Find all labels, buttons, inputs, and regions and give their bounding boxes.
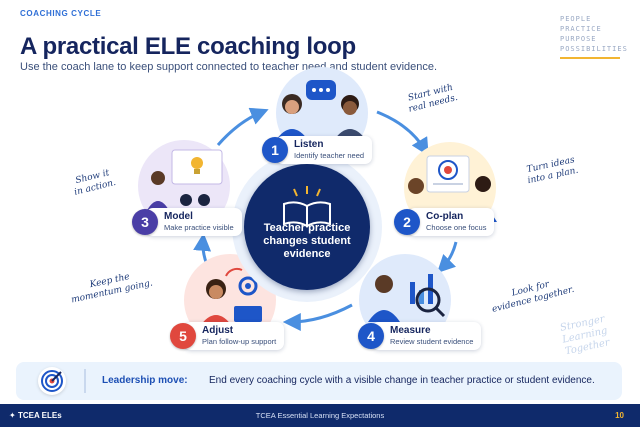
page-number: 10 — [615, 411, 624, 420]
loop-arrow-model-listen — [216, 107, 269, 146]
step-title: Adjust — [202, 325, 234, 336]
center-line: evidence — [283, 248, 331, 260]
step-card-model: 3 Model Make practice visible — [132, 208, 242, 236]
open-book-icon — [283, 186, 331, 228]
footer-brand-text: TCEA ELEs — [17, 411, 62, 420]
value-item: PEOPLE — [560, 15, 592, 23]
callout-message: End every coaching cycle with a visible … — [209, 375, 595, 386]
value-item: PURPOSE — [560, 35, 597, 43]
callout-divider — [84, 369, 86, 393]
target-icon — [38, 367, 66, 395]
step-description: Make practice visible — [164, 223, 234, 232]
values-accent-bar — [560, 57, 620, 59]
step-number-badge: 4 — [358, 323, 384, 349]
loop-arrow-coplan-measure — [436, 241, 458, 274]
callout-label: Leadership move: — [102, 375, 188, 386]
value-item: POSSIBILITIES — [560, 45, 628, 53]
center-line: Teacher practice — [263, 222, 351, 234]
step-title: Co-plan — [426, 211, 464, 222]
value-item: PRACTICE — [560, 25, 602, 33]
footer-brand: ✦ TCEA ELEs — [9, 411, 62, 420]
leadership-callout: Leadership move: End every coaching cycl… — [16, 362, 622, 400]
step-title: Measure — [390, 325, 431, 336]
values-list: PEOPLE PRACTICE PURPOSE POSSIBILITIES — [560, 14, 628, 59]
loop-arrow-listen-coplan — [376, 110, 429, 157]
step-description: Plan follow-up support — [202, 337, 277, 346]
step-number-badge: 3 — [132, 209, 158, 235]
step-number-badge: 1 — [262, 137, 288, 163]
step-number-badge: 5 — [170, 323, 196, 349]
center-message: Teacher practice changes student evidenc… — [244, 222, 370, 261]
page-title: A practical ELE coaching loop — [20, 33, 356, 60]
step-card-measure: 4 Measure Review student evidence — [358, 322, 482, 350]
step-description: Identify teacher need — [294, 151, 365, 160]
sparkle-icon: ✦ — [9, 411, 18, 420]
step-title: Model — [164, 211, 193, 222]
section-kicker: COACHING CYCLE — [20, 9, 102, 18]
step-card-adjust: 5 Adjust Plan follow-up support — [170, 322, 285, 350]
loop-arrow-measure-adjust — [282, 303, 353, 331]
step-description: Review student evidence — [390, 337, 474, 346]
step-number-badge: 2 — [394, 209, 420, 235]
step-title: Listen — [294, 139, 324, 150]
center-line: changes student — [263, 235, 351, 247]
step-description: Choose one focus — [426, 223, 487, 232]
step-card-listen: 1 Listen Identify teacher need — [262, 136, 373, 164]
footer-bar: ✦ TCEA ELEs TCEA Essential Learning Expe… — [0, 404, 640, 427]
center-circle — [244, 164, 370, 290]
footer-center-text: TCEA Essential Learning Expectations — [255, 411, 385, 420]
step-card-coplan: 2 Co-plan Choose one focus — [394, 208, 495, 236]
